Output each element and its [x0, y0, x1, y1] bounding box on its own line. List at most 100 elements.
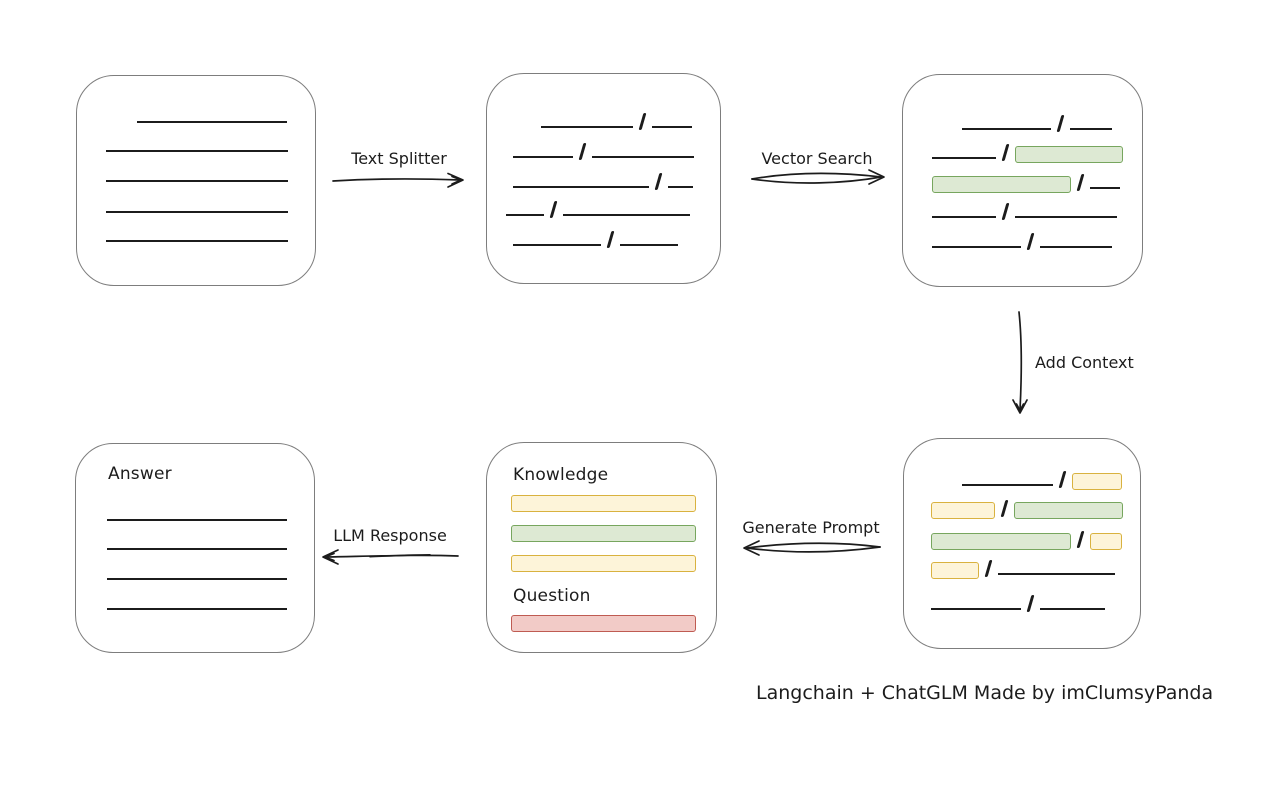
vector-search-result-node	[902, 74, 1143, 287]
text-row	[106, 164, 288, 182]
text-line	[931, 608, 1021, 610]
text-line	[106, 240, 288, 242]
text-line	[932, 246, 1021, 248]
text-row	[931, 557, 1115, 579]
text-row	[511, 610, 696, 632]
text-line	[1070, 128, 1112, 130]
add-context-label: Add Context	[1035, 353, 1134, 372]
text-line	[962, 128, 1051, 130]
text-row	[511, 490, 696, 512]
split-slash	[984, 560, 993, 577]
split-slash	[549, 201, 558, 218]
text-line	[1090, 187, 1120, 189]
split-slash	[606, 231, 615, 248]
vector-search-label: Vector Search	[761, 149, 873, 168]
text-row	[513, 170, 693, 190]
question-label: Question	[513, 586, 591, 606]
text-row	[506, 198, 690, 218]
text-line	[513, 186, 649, 188]
green-chunk	[1015, 146, 1123, 163]
text-line	[932, 157, 996, 159]
text-row	[513, 140, 694, 160]
knowledge-label: Knowledge	[513, 465, 609, 485]
text-line	[513, 244, 601, 246]
text-line	[563, 214, 690, 216]
split-slash	[1058, 471, 1067, 488]
text-row	[106, 224, 288, 242]
green-chunk	[1014, 502, 1123, 519]
text-row	[962, 112, 1112, 132]
text-line	[541, 126, 633, 128]
red-chunk	[511, 615, 696, 632]
text-line	[932, 216, 996, 218]
text-line	[506, 214, 544, 216]
green-chunk	[932, 176, 1071, 193]
text-line	[107, 519, 287, 521]
text-line	[513, 156, 573, 158]
text-line	[1040, 246, 1112, 248]
answer-label: Answer	[108, 464, 172, 484]
text-row	[931, 592, 1105, 612]
text-row	[107, 532, 287, 550]
text-row	[931, 497, 1123, 519]
text-line	[998, 573, 1115, 575]
text-line	[107, 548, 287, 550]
yellow-chunk	[931, 502, 995, 519]
text-row	[932, 141, 1123, 163]
split-slash	[1076, 531, 1085, 548]
text-row	[931, 528, 1122, 550]
yellow-chunk	[1090, 533, 1122, 550]
split-slash	[1056, 115, 1065, 132]
split-slash	[1000, 500, 1009, 517]
document-node	[76, 75, 316, 286]
text-line	[106, 211, 288, 213]
vector-search-arrow-icon	[751, 169, 885, 185]
split-slash	[638, 113, 647, 130]
generate-prompt-arrow-icon	[743, 540, 881, 556]
split-slash	[578, 143, 587, 160]
text-row	[932, 200, 1117, 220]
text-row	[107, 592, 287, 610]
green-chunk	[931, 533, 1071, 550]
text-line	[1015, 216, 1117, 218]
text-line	[106, 180, 288, 182]
text-line	[106, 150, 288, 152]
text-row	[106, 134, 288, 152]
text-line	[962, 484, 1053, 486]
split-slash	[1026, 595, 1035, 612]
yellow-chunk	[931, 562, 979, 579]
prompt-node: Knowledge Question	[486, 442, 717, 653]
text-splitter-label: Text Splitter	[351, 149, 447, 168]
text-row	[962, 468, 1122, 490]
text-line	[137, 121, 287, 123]
split-slash	[1076, 174, 1085, 191]
generate-prompt-label: Generate Prompt	[742, 518, 880, 537]
text-row	[932, 230, 1112, 250]
text-line	[107, 578, 287, 580]
yellow-chunk	[1072, 473, 1122, 490]
text-line	[1040, 608, 1105, 610]
text-row	[932, 171, 1120, 193]
split-slash	[1001, 144, 1010, 161]
yellow-chunk	[511, 495, 696, 512]
diagram-caption: Langchain + ChatGLM Made by imClumsyPand…	[756, 682, 1214, 704]
text-line	[652, 126, 692, 128]
text-line	[668, 186, 693, 188]
split-slash	[1001, 203, 1010, 220]
text-row	[106, 195, 288, 213]
add-context-arrow-icon	[1012, 311, 1028, 414]
answer-node: Answer	[75, 443, 315, 653]
text-row	[107, 503, 287, 521]
text-splitter-arrow-icon	[332, 172, 464, 188]
text-row	[107, 562, 287, 580]
llm-response-label: LLM Response	[333, 526, 447, 545]
yellow-chunk	[511, 555, 696, 572]
text-row	[541, 110, 692, 130]
split-slash	[1026, 233, 1035, 250]
context-node	[903, 438, 1141, 649]
green-chunk	[511, 525, 696, 542]
text-row	[511, 550, 696, 572]
text-row	[513, 228, 678, 248]
text-row	[137, 105, 287, 123]
